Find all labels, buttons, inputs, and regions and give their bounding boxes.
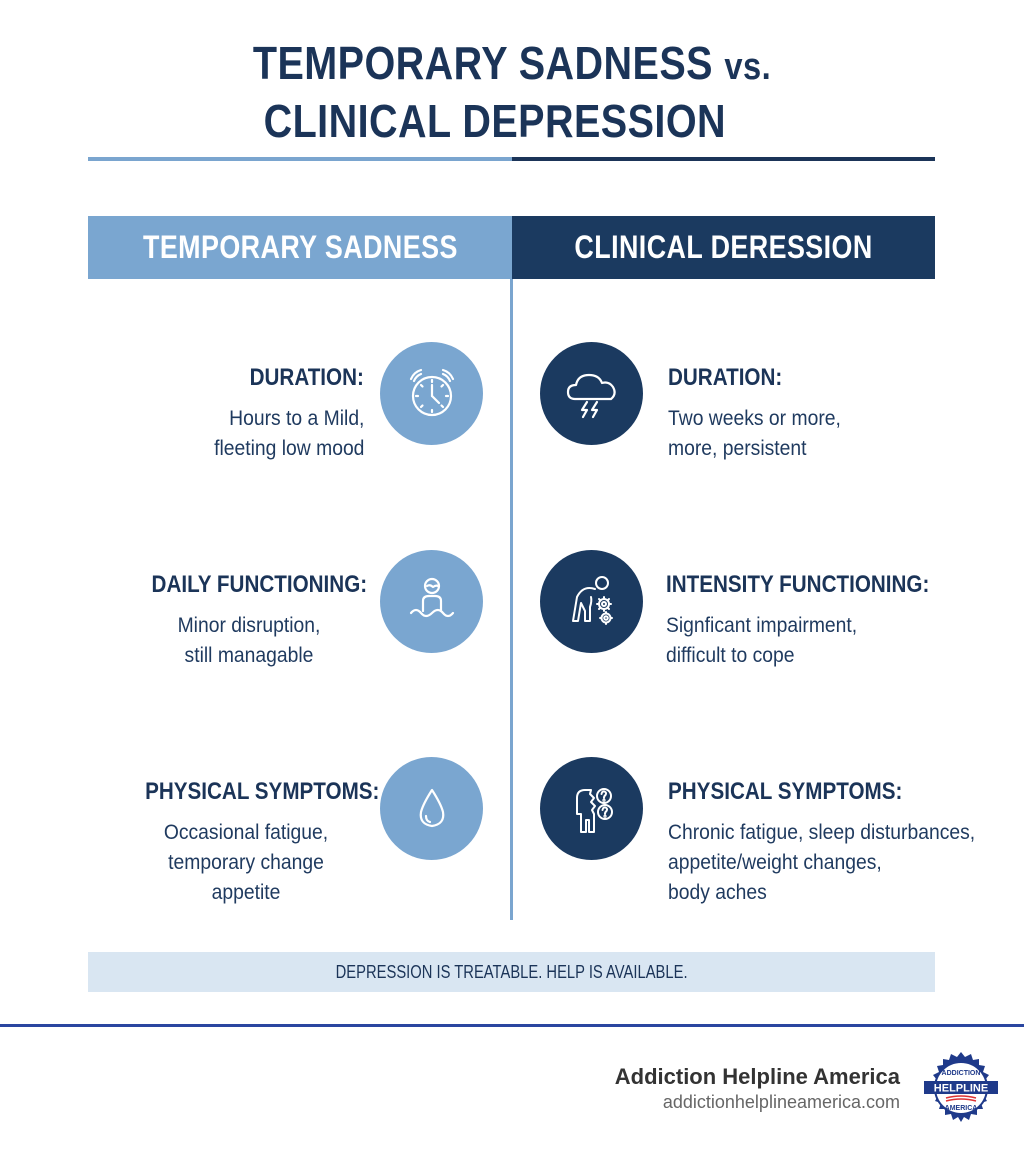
row-description: Minor disruption, still managable	[134, 611, 364, 671]
desc-line: more, persistent	[668, 437, 807, 460]
row-description: Two weeks or more, more, persistent	[668, 404, 856, 464]
footer-rule	[0, 1024, 1024, 1027]
water-drop-icon	[380, 757, 483, 860]
row-duration-right: DURATION: Two weeks or more, more, persi…	[668, 364, 856, 464]
column-header-label: CLINICAL DERESSION	[574, 229, 873, 265]
desc-line: Signficant impairment,	[666, 614, 858, 637]
seal-bottom-text: AMERICA	[945, 1105, 978, 1112]
desc-line: difficult to cope	[666, 644, 795, 667]
desc-line: Hours to a Mild,	[228, 407, 364, 430]
title-rule-left	[88, 157, 512, 161]
column-divider	[510, 279, 513, 920]
storm-cloud-icon	[540, 342, 643, 445]
desc-line: fleeting low mood	[213, 437, 364, 460]
desc-line: Minor disruption,	[177, 614, 321, 637]
title-line-2: CLINICAL DEPRESSION	[263, 95, 727, 147]
row-physical-right: PHYSICAL SYMPTOMS: Chronic fatigue, slee…	[668, 778, 1002, 908]
person-waves-icon	[380, 550, 483, 653]
row-label: DURATION:	[668, 364, 783, 391]
desc-line: body aches	[668, 881, 767, 904]
banner-text: DEPRESSION IS TREATABLE. HELP IS AVAILAB…	[335, 961, 688, 982]
row-description: Signficant impairment, difficult to cope	[666, 611, 972, 671]
help-banner: DEPRESSION IS TREATABLE. HELP IS AVAILAB…	[88, 952, 935, 992]
desc-line: appetite/weight changes,	[668, 851, 882, 874]
desc-line: appetite	[211, 881, 281, 904]
title-line-1: TEMPORARY SADNESS	[252, 37, 713, 89]
desc-line: Occasional fatigue,	[163, 821, 329, 844]
seal-top-text: ADDICTION	[942, 1070, 981, 1077]
row-label: DURATION:	[249, 364, 364, 391]
row-description: Chronic fatigue, sleep disturbances, app…	[668, 818, 1002, 908]
row-label: DAILY FUNCTIONING:	[151, 571, 368, 598]
row-description: Hours to a Mild, fleeting low mood	[201, 404, 364, 464]
row-functioning-left: DAILY FUNCTIONING: Minor disruption, sti…	[134, 571, 368, 671]
desc-line: temporary change	[168, 851, 324, 874]
row-functioning-right: INTENSITY FUNCTIONING: Signficant impair…	[666, 571, 972, 671]
column-header-temporary-sadness: TEMPORARY SADNESS	[88, 216, 512, 279]
row-label: INTENSITY FUNCTIONING:	[666, 571, 930, 598]
row-duration-left: DURATION: Hours to a Mild, fleeting low …	[201, 364, 364, 464]
person-gears-icon	[540, 550, 643, 653]
helpline-seal-logo: ADDICTION HELPLINE AMERICA	[918, 1050, 1004, 1134]
brand-name: Addiction Helpline America	[614, 1064, 900, 1089]
title-rule-right	[512, 157, 935, 161]
row-label: PHYSICAL SYMPTOMS:	[145, 778, 380, 805]
desc-line: Chronic fatigue, sleep disturbances,	[668, 821, 976, 844]
row-label: PHYSICAL SYMPTOMS:	[668, 778, 903, 805]
alarm-clock-icon	[380, 342, 483, 445]
page-title: TEMPORARY SADNESS vs. CLINICAL DEPRESSIO…	[72, 36, 953, 148]
title-vs: vs.	[724, 46, 772, 88]
seal-middle-text: HELPLINE	[934, 1083, 988, 1095]
column-header-label: TEMPORARY SADNESS	[142, 229, 458, 265]
row-description: Occasional fatigue, temporary change app…	[126, 818, 366, 908]
brand-block: Addiction Helpline America addictionhelp…	[615, 1063, 900, 1113]
person-question-icon	[540, 757, 643, 860]
brand-url[interactable]: addictionhelplineamerica.com	[662, 1092, 900, 1112]
desc-line: Two weeks or more,	[668, 407, 841, 430]
row-physical-left: PHYSICAL SYMPTOMS: Occasional fatigue, t…	[126, 778, 379, 908]
desc-line: still managable	[184, 644, 314, 667]
column-header-clinical-depression: CLINICAL DERESSION	[512, 216, 935, 279]
